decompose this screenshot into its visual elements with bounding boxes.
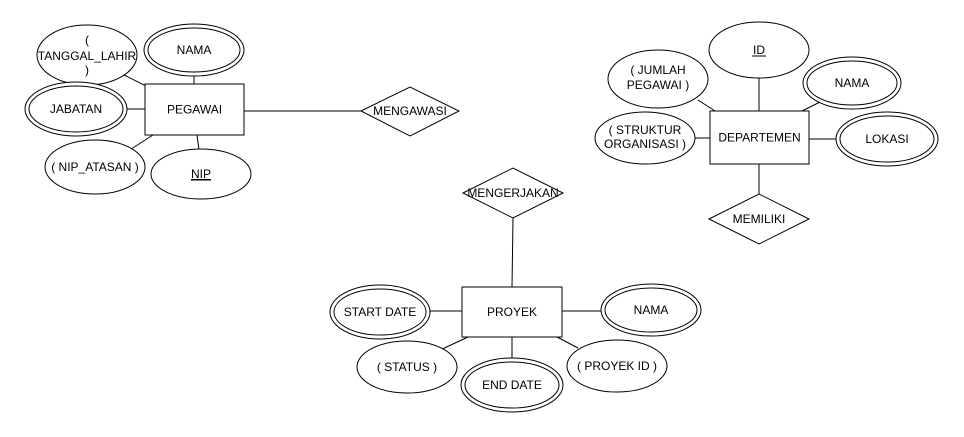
attr-nip-atasan: ( NIP_ATASAN ): [44, 139, 146, 195]
line-departemen-jumlah-pegawai: [697, 99, 716, 112]
attr-nip-atasan-label: ( NIP_ATASAN ): [51, 160, 139, 174]
line-pegawai-nip: [196, 134, 200, 151]
attr-nip-label: NIP: [191, 167, 211, 181]
attr-departemen-nama-label: NAMA: [835, 76, 870, 90]
attr-jumlah-pegawai: ( JUMLAH PEGAWAI ): [607, 49, 709, 109]
attr-tanggal-lahir: ( TANGGAL_LAHIR ): [36, 24, 138, 86]
attr-departemen-id-label: ID: [753, 43, 765, 57]
departemen-entity: DEPARTEMEN: [709, 110, 810, 165]
attr-departemen-nama: NAMA: [802, 56, 902, 110]
attr-start-date: START DATE: [329, 284, 431, 340]
attr-tanggal-lahir-line2: TANGGAL_LAHIR: [38, 49, 137, 63]
attr-lokasi: LOKASI: [835, 111, 939, 167]
attr-proyek-nama-label: NAMA: [634, 303, 669, 317]
attr-jumlah-pegawai-line1: ( JUMLAH: [630, 63, 685, 77]
attr-pegawai-nama-label: NAMA: [177, 43, 212, 57]
rel-mengawasi: MENGAWASI: [359, 86, 461, 137]
line-mengerjakan-proyek: [511, 217, 514, 288]
line-proyek-id: [556, 336, 579, 349]
attr-tanggal-lahir-line3: ): [85, 63, 89, 77]
attr-end-date-label: END DATE: [482, 378, 542, 392]
attr-struktur-organisasi: ( STRUKTUR ORGANISASI ): [594, 111, 696, 165]
connector-lines: [123, 72, 838, 362]
line-departemen-nama: [801, 101, 821, 112]
rel-mengawasi-label: MENGAWASI: [373, 104, 447, 118]
attr-struktur-line2: ORGANISASI ): [604, 137, 686, 151]
attr-tanggal-lahir-line1: (: [85, 33, 89, 47]
attr-end-date: END DATE: [460, 357, 564, 413]
attr-nip: NIP: [150, 148, 252, 200]
attr-departemen-id: ID: [708, 21, 810, 79]
attr-proyek-nama: NAMA: [600, 283, 702, 337]
attr-pegawai-nama: NAMA: [143, 23, 245, 77]
rel-memiliki: MEMILIKI: [707, 193, 811, 245]
rel-memiliki-label: MEMILIKI: [733, 212, 786, 226]
attr-status: ( STATUS ): [356, 340, 458, 394]
attr-proyek-id-label: ( PROYEK ID ): [577, 359, 657, 373]
rel-mengerjakan-label: MENGERJAKAN: [467, 186, 558, 200]
attr-jabatan-label: JABATAN: [50, 102, 102, 116]
attr-lokasi-label: LOKASI: [865, 132, 908, 146]
attr-start-date-label: START DATE: [344, 305, 416, 319]
departemen-label: DEPARTEMEN: [718, 131, 800, 145]
rel-mengerjakan: MENGERJAKAN: [461, 167, 565, 219]
attr-status-label: ( STATUS ): [377, 360, 437, 374]
attr-jumlah-pegawai-line2: PEGAWAI ): [627, 78, 689, 92]
attr-jabatan: JABATAN: [24, 81, 128, 137]
pegawai-label: PEGAWAI: [167, 103, 222, 117]
proyek-label: PROYEK: [487, 305, 537, 319]
proyek-entity: PROYEK: [461, 286, 563, 338]
line-pegawai-nip-atasan: [127, 134, 154, 152]
attr-struktur-line1: ( STRUKTUR: [609, 123, 682, 137]
attr-proyek-id: ( PROYEK ID ): [566, 339, 668, 393]
pegawai-entity: PEGAWAI: [144, 83, 245, 136]
